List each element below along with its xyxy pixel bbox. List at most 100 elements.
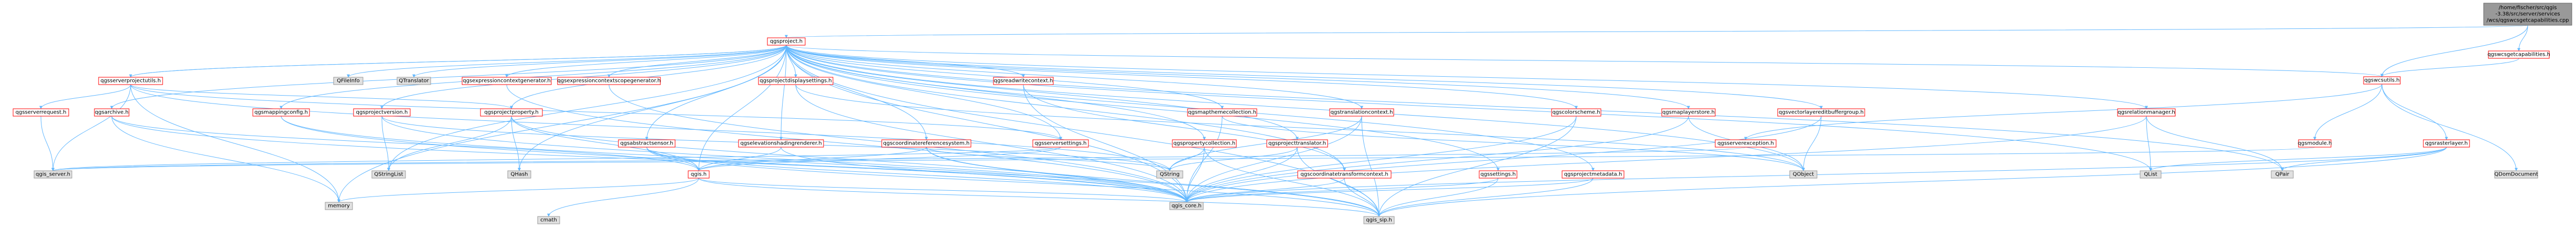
edge-qgsreadwritecontext-to-qgscoordinatetransformcontext <box>1023 84 1346 171</box>
edge-qgssettings-to-qgis_core <box>1185 178 1499 203</box>
node-qgsabstractsensor[interactable]: qgsabstractsensor.h <box>618 139 676 148</box>
node-qgspropertycollection[interactable]: qgspropertycollection.h <box>1172 139 1237 148</box>
node-box <box>557 77 661 85</box>
edge-qgsproject-to-qgsprojectmetadata <box>786 45 1595 171</box>
edge-qgsrasterlayer-to-qpair <box>2281 147 2447 171</box>
node-label: -3.38/src/server/services <box>2495 12 2560 17</box>
node-qtranslator[interactable]: QTranslator <box>397 77 431 85</box>
edge-qgsproject-to-qpair <box>786 45 2284 171</box>
edge-qgstranslationcontext-to-qstring <box>1168 116 1362 171</box>
node-label: qgsserverexception.h <box>1717 141 1774 147</box>
node-qgsprojectdisplaysettings[interactable]: qgsprojectdisplaysettings.h <box>758 77 833 85</box>
node-qgsexpressioncontextgenerator[interactable]: qgsexpressioncontextgenerator.h <box>462 77 552 85</box>
node-qgsmaplayerstore[interactable]: qgsmaplayerstore.h <box>1661 108 1716 117</box>
edge-qgsabstractsensor-to-qgis <box>646 147 700 171</box>
edge-qgsproject-to-qgscolorscheme <box>786 45 1578 109</box>
node-qgis[interactable]: qgis.h <box>688 170 710 179</box>
edge-qgscoordinatereferencesystem-to-qgis_sip <box>926 147 1381 217</box>
node-label: qgscolorscheme.h <box>1552 110 1600 116</box>
node-box <box>1777 108 1865 117</box>
edge-qgsprojectversion-to-qgis_core <box>381 116 1188 203</box>
edge-qgsmodule-to-qgis_server <box>52 147 2315 171</box>
node-box <box>2483 3 2572 26</box>
edge-qgsproject-to-qgsserversettings <box>786 45 1062 140</box>
node-qlist[interactable]: QList <box>2140 170 2162 179</box>
node-label: QPair <box>2275 172 2290 178</box>
node-qstringlist[interactable]: QStringList <box>371 170 406 179</box>
node-box <box>1169 202 1204 210</box>
node-label: qgis_sip.h <box>1366 218 1392 223</box>
node-memory[interactable]: memory <box>325 202 353 210</box>
node-qgswcsgetcapabilities[interactable]: qgswcsgetcapabilities.h <box>2487 50 2550 59</box>
node-label: /home/fischer/src/qgis <box>2499 5 2557 11</box>
node-qgsserversettings[interactable]: qgsserversettings.h <box>1032 139 1089 148</box>
node-qgis_core[interactable]: qgis_core.h <box>1169 202 1204 210</box>
node-qgsarchive[interactable]: qgsarchive.h <box>94 108 130 117</box>
node-qgsmappingconfig[interactable]: qgsmappingconfig.h <box>252 108 310 117</box>
node-qgsprojecttranslator[interactable]: qgsprojecttranslator.h <box>1266 139 1328 148</box>
node-label: QObject <box>1793 172 1814 178</box>
node-qgscolorscheme[interactable]: qgscolorscheme.h <box>1551 108 1601 117</box>
node-label: qgselevationshadingrenderer.h <box>740 141 821 147</box>
node-qgsrelationmanager[interactable]: qgsrelationmanager.h <box>2117 108 2176 117</box>
node-qgsserverrequest[interactable]: qgsserverrequest.h <box>13 108 69 117</box>
node-box <box>1715 139 1777 148</box>
node-box <box>1363 216 1395 224</box>
node-qgsprojectmetadata[interactable]: qgsprojectmetadata.h <box>1562 170 1624 179</box>
edge-qgscolorscheme-to-qgis_sip <box>1377 116 1577 217</box>
edge-qgswcsutils-to-qdomdocument <box>2381 84 2518 171</box>
node-qobject[interactable]: QObject <box>1789 170 1818 179</box>
node-qgssettings[interactable]: qgssettings.h <box>1479 170 1517 179</box>
node-label: memory <box>328 203 350 209</box>
node-qdomdocument[interactable]: QDomDocument <box>2494 170 2538 179</box>
node-box <box>397 77 431 85</box>
node-box <box>462 77 552 85</box>
node-qgsreadwritecontext[interactable]: qgsreadwritecontext.h <box>993 77 1054 85</box>
node-label: qgsserverprojectutils.h <box>101 78 161 84</box>
node-label: qgis.h <box>691 172 707 178</box>
node-qgscoordinatereferencesystem[interactable]: qgscoordinatereferencesystem.h <box>881 139 971 148</box>
node-label: qgsrasterlayer.h <box>2425 141 2467 147</box>
edge-root-to-qgswcsgetcapabilities <box>2517 25 2528 51</box>
node-qgsrasterlayer[interactable]: qgsrasterlayer.h <box>2423 139 2470 148</box>
node-label: qgscoordinatereferencesystem.h <box>883 141 970 147</box>
node-qgsproject[interactable]: qgsproject.h <box>767 37 806 46</box>
node-qgstranslationcontext[interactable]: qgstranslationcontext.h <box>1329 108 1394 117</box>
node-qgis_sip[interactable]: qgis_sip.h <box>1363 216 1395 224</box>
node-cmath[interactable]: cmath <box>537 216 560 224</box>
node-label: QList <box>2144 172 2157 178</box>
node-box <box>1661 108 1716 117</box>
node-label: QString <box>1160 172 1180 178</box>
edge-qgsrelationmanager-to-qgis_core <box>1185 116 2147 203</box>
node-box <box>252 108 310 117</box>
node-qgsmapthemecollection[interactable]: qgsmapthemecollection.h <box>1187 108 1257 117</box>
node-qstring[interactable]: QString <box>1156 170 1183 179</box>
node-qgsmodule[interactable]: qgsmodule.h <box>2298 139 2332 148</box>
node-qgscoordinatetransformcontext[interactable]: qgscoordinatetransformcontext.h <box>1297 170 1392 179</box>
node-box <box>537 216 560 224</box>
edge-qgsproject-to-qgsvectorlayereditbuffergroup <box>786 45 1823 109</box>
node-qgsprojectversion[interactable]: qgsprojectversion.h <box>353 108 411 117</box>
edge-qgsabstractsensor-to-qgis_core <box>646 147 1188 203</box>
node-label: QStringList <box>374 172 403 178</box>
node-label: qgsmaplayerstore.h <box>1662 110 1715 116</box>
node-qgsserverprojectutils[interactable]: qgsserverprojectutils.h <box>98 77 163 85</box>
node-qgsprojectproperty[interactable]: qgsprojectproperty.h <box>480 108 543 117</box>
node-qgsserverexception[interactable]: qgsserverexception.h <box>1715 139 1777 148</box>
edge-qgsarchive-to-qgis_core <box>111 116 1188 203</box>
node-qgselevationshadingrenderer[interactable]: qgselevationshadingrenderer.h <box>738 139 824 148</box>
node-box <box>94 108 130 117</box>
node-qgis_server[interactable]: qgis_server.h <box>34 170 72 179</box>
edge-qgsproject-to-qgsarchive <box>110 45 787 109</box>
node-qhash[interactable]: QHash <box>507 170 531 179</box>
node-qpair[interactable]: QPair <box>2271 170 2294 179</box>
edge-qgswcsgetcapabilities-to-qgswcsutils <box>2380 58 2519 77</box>
node-qgsexpressioncontextscopegenerator[interactable]: qgsexpressioncontextscopegenerator.h <box>557 77 661 85</box>
node-box <box>2363 76 2401 85</box>
node-qfileinfo[interactable]: QFileInfo <box>333 77 364 85</box>
node-qgswcsutils[interactable]: qgswcsutils.h <box>2363 76 2401 85</box>
node-label: qgswcsgetcapabilities.h <box>2487 52 2550 58</box>
node-box <box>1479 170 1517 179</box>
node-label: qgsrelationmanager.h <box>2118 110 2175 116</box>
node-qgsvectorlayereditbuffergroup[interactable]: qgsvectorlayereditbuffergroup.h <box>1777 108 1865 117</box>
